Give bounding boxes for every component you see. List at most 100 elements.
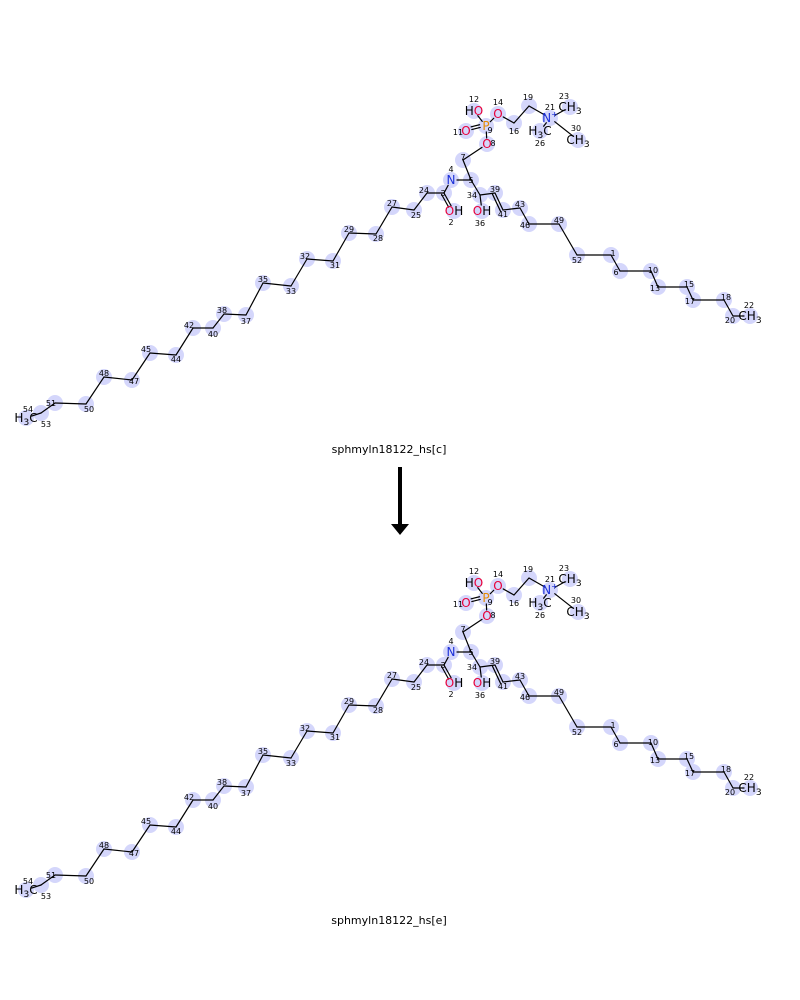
bond-32-31	[306, 730, 334, 734]
atom-highlight-2	[446, 203, 462, 219]
bond-34-36	[479, 666, 482, 678]
atom-number-44: 44	[171, 827, 181, 836]
atom-number-19: 19	[523, 565, 533, 574]
reactant-name: sphmyln18122_hs[c]	[332, 443, 447, 456]
atom-number-53: 53	[41, 420, 51, 429]
atom-highlight-36	[474, 203, 490, 219]
atom-label-23: CH3	[558, 100, 581, 117]
atom-number-36: 36	[475, 691, 485, 700]
bond-28-27	[375, 206, 393, 235]
atom-number-37: 37	[241, 789, 251, 798]
bond-29-28	[348, 232, 377, 235]
bond-32-31	[306, 258, 334, 262]
bond-21-23	[554, 109, 566, 116]
bond-44-42	[175, 799, 194, 828]
atom-number-41: 41	[498, 682, 508, 691]
atom-number-5: 5	[468, 176, 473, 185]
bond-48-47	[103, 376, 133, 381]
bond-54-53	[31, 884, 42, 889]
bond-7-8	[462, 146, 483, 161]
atom-number-22: 22	[744, 301, 754, 310]
bond-35-33	[262, 754, 292, 759]
atom-number-45: 45	[141, 817, 151, 826]
bond-45-44	[149, 824, 177, 828]
atom-label-9: P	[482, 591, 489, 605]
bond-5-34	[470, 179, 481, 196]
atom-number-30: 30	[571, 124, 581, 133]
bond-7-8	[462, 618, 483, 633]
atom-number-14: 14	[493, 570, 503, 579]
atom-label-22: CH3	[738, 781, 761, 798]
atom-highlight-21	[542, 582, 558, 598]
bond-14-16	[502, 116, 515, 124]
atom-number-29: 29	[344, 225, 354, 234]
atom-label-2: OH	[445, 676, 463, 690]
atom-highlight-22	[742, 308, 758, 324]
atom-number-49: 49	[554, 216, 564, 225]
atom-number-43: 43	[515, 672, 525, 681]
bond-10-13	[650, 742, 659, 760]
bond-21-26	[543, 594, 547, 599]
atom-number-21: 21	[545, 575, 555, 584]
atom-label-2: OH	[445, 204, 463, 218]
atom-label-4: N	[447, 173, 456, 187]
atom-number-34: 34	[467, 191, 477, 200]
bond-9-11	[471, 598, 481, 603]
atom-number-42: 42	[184, 321, 194, 330]
bond-1-6	[610, 726, 621, 744]
atom-number-29: 29	[344, 697, 354, 706]
atom-number-37: 37	[241, 317, 251, 326]
bond-38-37	[223, 785, 247, 788]
bond-27-25	[391, 678, 415, 683]
atom-number-10: 10	[648, 738, 658, 747]
atom-label-11: O	[461, 124, 470, 138]
atom-number-5: 5	[468, 648, 473, 657]
bond-51-50	[54, 874, 87, 877]
atom-label-8: O	[482, 609, 491, 623]
atom-highlight-30	[570, 132, 586, 148]
bond-21-30	[554, 121, 574, 137]
bond-25-24	[413, 664, 428, 683]
bond-41-43	[502, 207, 521, 211]
bond-47-45	[131, 352, 151, 381]
atom-label-8: O	[482, 137, 491, 151]
atom-number-45: 45	[141, 345, 151, 354]
bond-40-38	[212, 313, 225, 329]
bond-48-47	[103, 848, 133, 853]
atom-number-38: 38	[217, 306, 227, 315]
bond-9-14	[489, 589, 495, 595]
atom-highlight-12	[466, 575, 482, 591]
atom-number-4: 4	[448, 165, 453, 174]
bond-34-39	[479, 664, 496, 668]
atom-number-52: 52	[572, 256, 582, 265]
atom-number-8: 8	[490, 611, 495, 620]
bond-39-41	[494, 192, 504, 211]
atom-number-13: 13	[650, 284, 660, 293]
atom-highlight-23	[562, 571, 578, 587]
bond-45-44	[149, 352, 177, 356]
atom-number-23: 23	[559, 92, 569, 101]
atom-number-49: 49	[554, 688, 564, 697]
atom-highlight-2	[446, 675, 462, 691]
atom-number-9: 9	[487, 598, 492, 607]
atom-number-7: 7	[460, 625, 465, 634]
atom-number-51: 51	[46, 399, 56, 408]
bond-15-17	[686, 286, 694, 301]
atom-highlight-23	[562, 99, 578, 115]
atom-number-26: 26	[535, 139, 545, 148]
atom-number-18: 18	[721, 293, 731, 302]
atom-number-24: 24	[419, 186, 429, 195]
bond-53-51	[40, 402, 56, 414]
atom-number-35: 35	[258, 275, 268, 284]
atom-highlight-54	[18, 882, 34, 898]
atom-number-17: 17	[685, 769, 695, 778]
atom-highlight-36	[474, 675, 490, 691]
bond-31-29	[332, 704, 350, 734]
atom-number-3: 3	[440, 661, 445, 670]
atom-number-12: 12	[469, 567, 479, 576]
atom-label-36: OH	[473, 204, 491, 218]
bond-15-17	[686, 758, 694, 773]
bond-49-52	[558, 223, 578, 256]
bond-44-42	[175, 327, 194, 356]
